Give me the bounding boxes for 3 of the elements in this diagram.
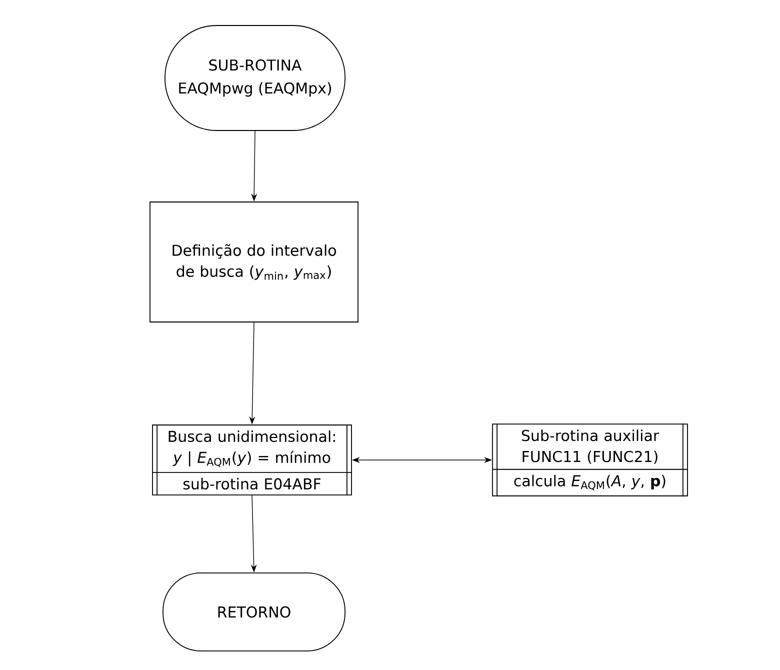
predefined-process-box: Busca unidimensional: y | E$_{AQM}$(y) = mínimo sub-rotina E04ABF [152, 424, 352, 496]
predefined-process-box: Sub-rotina auxiliar FUNC11 (FUNC21) calcula E$_{AQM}$(A, y, p) [492, 423, 688, 497]
process-box: Definição do intervalo de busca (y$_{min}$, y$_{max}$) [150, 202, 358, 322]
